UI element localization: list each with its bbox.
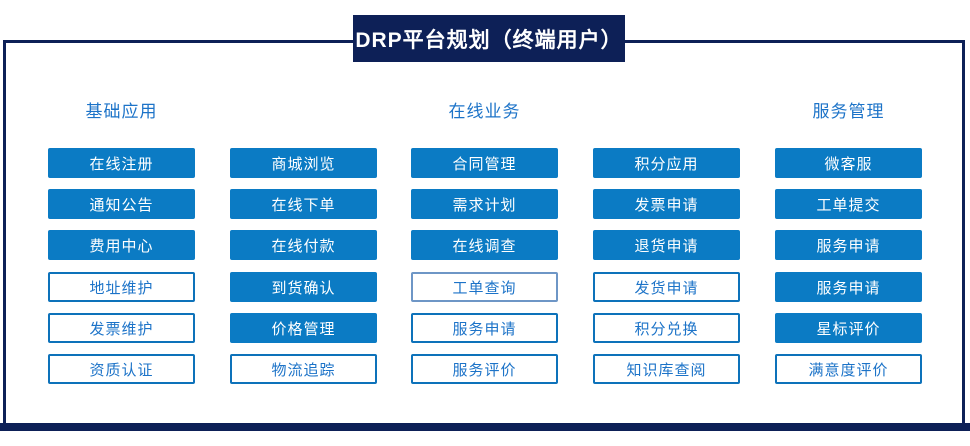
bottom-accent-bar [0, 423, 970, 431]
group-header-service-management: 服务管理 [812, 102, 885, 121]
diagram-node: 服务申请 [411, 313, 558, 343]
diagram-node: 发货申请 [593, 272, 740, 302]
diagram-node: 服务申请 [775, 272, 922, 302]
diagram-node: 资质认证 [48, 354, 195, 384]
diagram-node: 发票维护 [48, 313, 195, 343]
diagram-node: 通知公告 [48, 189, 195, 219]
group-header-basic-applications: 基础应用 [85, 102, 158, 121]
diagram-node: 工单提交 [775, 189, 922, 219]
diagram-node: 星标评价 [775, 313, 922, 343]
diagram-node: 工单查询 [411, 272, 558, 302]
diagram-node: 微客服 [775, 148, 922, 178]
diagram-node: 商城浏览 [230, 148, 377, 178]
diagram-node: 知识库查阅 [593, 354, 740, 384]
diagram-node: 服务评价 [411, 354, 558, 384]
diagram-node: 满意度评价 [775, 354, 922, 384]
diagram-title: DRP平台规划（终端用户） [355, 28, 623, 52]
diagram-node: 积分应用 [593, 148, 740, 178]
diagram-node: 积分兑换 [593, 313, 740, 343]
diagram-title-banner: DRP平台规划（终端用户） [353, 15, 625, 62]
group-header-online-business: 在线业务 [448, 102, 521, 121]
diagram-node: 费用中心 [48, 230, 195, 260]
diagram-node: 退货申请 [593, 230, 740, 260]
diagram-node: 在线付款 [230, 230, 377, 260]
diagram-node: 在线调查 [411, 230, 558, 260]
diagram-node: 价格管理 [230, 313, 377, 343]
diagram-node: 物流追踪 [230, 354, 377, 384]
diagram-node: 合同管理 [411, 148, 558, 178]
diagram-node: 需求计划 [411, 189, 558, 219]
diagram-node: 服务申请 [775, 230, 922, 260]
diagram-node: 到货确认 [230, 272, 377, 302]
diagram-node: 在线下单 [230, 189, 377, 219]
diagram-node: 在线注册 [48, 148, 195, 178]
diagram-node: 地址维护 [48, 272, 195, 302]
diagram-node: 发票申请 [593, 189, 740, 219]
